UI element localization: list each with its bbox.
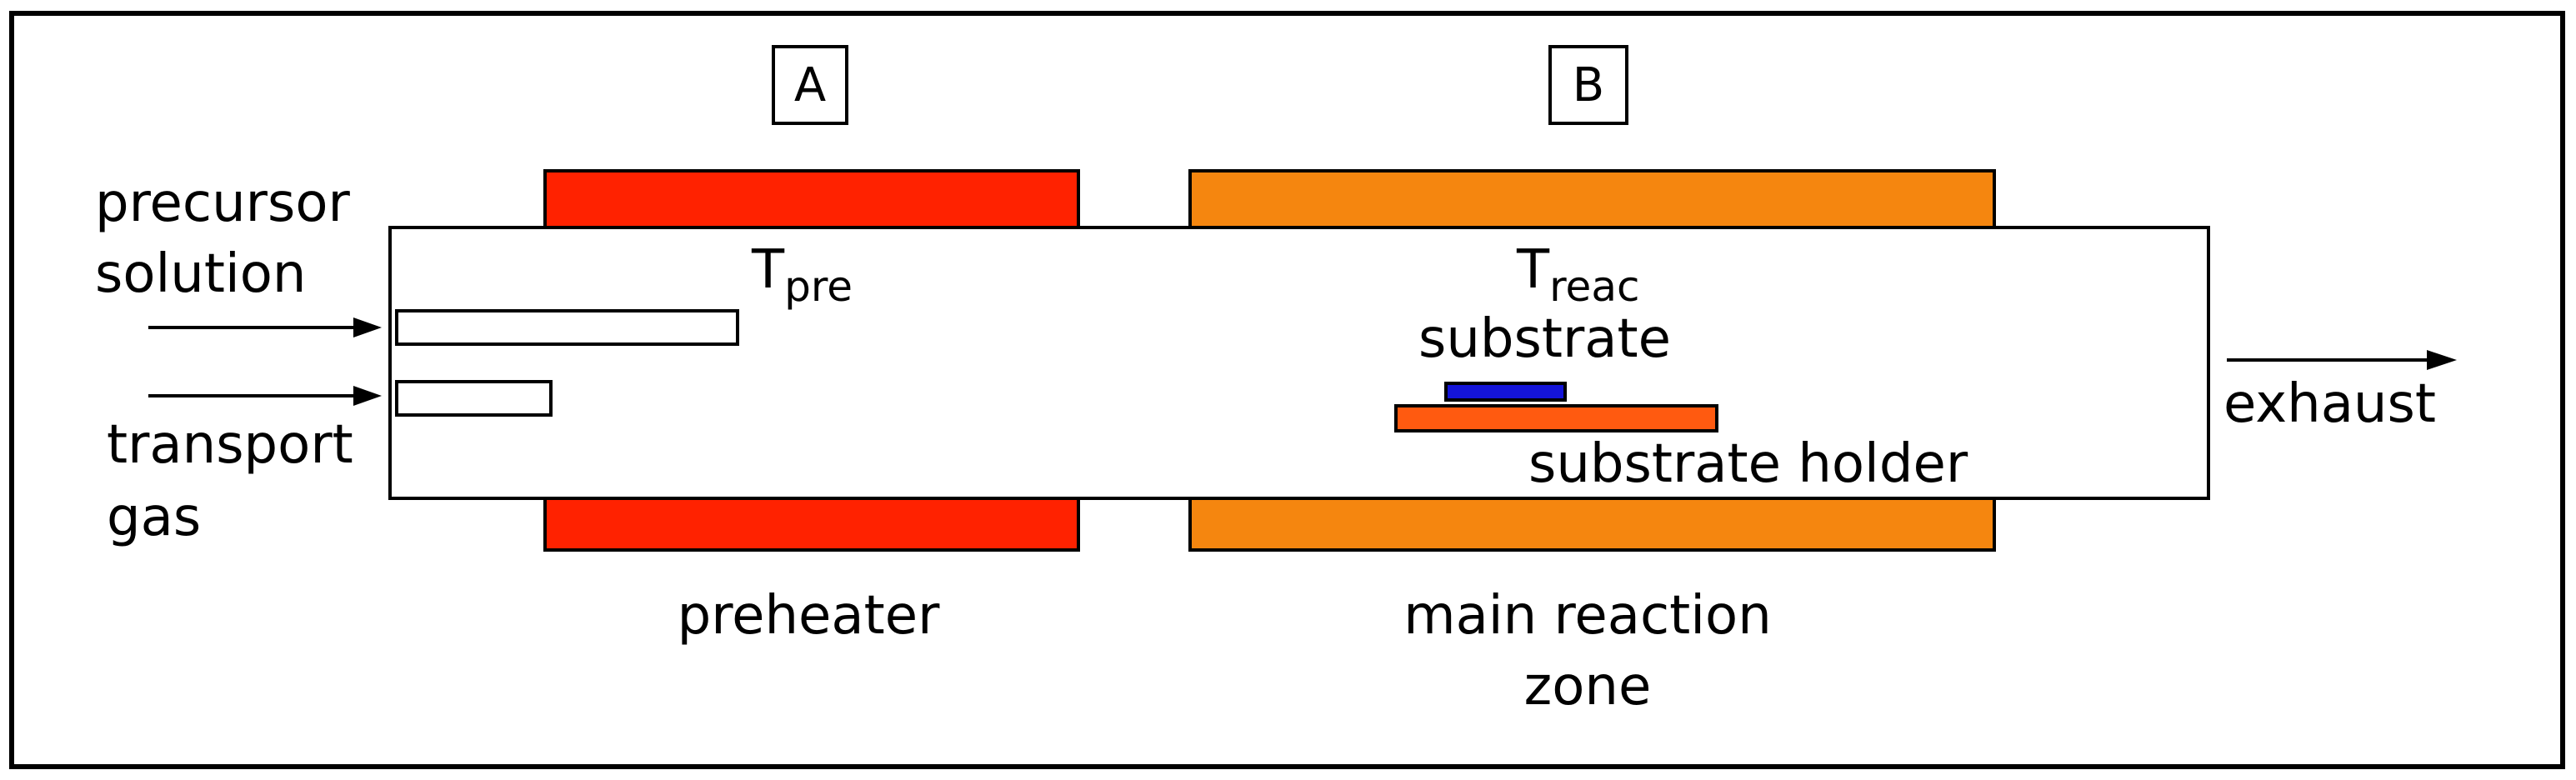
preheater-label: preheater bbox=[678, 585, 941, 647]
preheater-top-block bbox=[543, 169, 1080, 232]
transport-label-line2: gas bbox=[107, 487, 201, 548]
substrate-holder bbox=[1394, 404, 1718, 432]
substrate-label: substrate bbox=[1418, 308, 1671, 370]
gas-inlet-nozzle bbox=[395, 380, 553, 417]
precursor-label-line2: solution bbox=[95, 243, 306, 305]
reactor-tube bbox=[388, 226, 2210, 500]
substrate-holder-label: substrate holder bbox=[1528, 433, 1968, 495]
zone-b-label: B bbox=[1573, 58, 1604, 112]
precursor-inlet-nozzle bbox=[395, 309, 739, 346]
outer-frame bbox=[9, 11, 2565, 769]
transport-label-line1: transport bbox=[107, 414, 353, 476]
main-reaction-label-line2: zone bbox=[1524, 656, 1652, 718]
zone-b-box bbox=[1548, 45, 1628, 125]
t-pre-subscript: pre bbox=[784, 262, 853, 311]
exhaust-label: exhaust bbox=[2223, 373, 2436, 435]
gas-arrow bbox=[148, 386, 382, 406]
t-pre-label: Tpre bbox=[751, 239, 853, 311]
zone-a-box bbox=[772, 45, 848, 125]
zone-a-label: A bbox=[794, 58, 826, 112]
exhaust-arrow bbox=[2227, 350, 2457, 370]
t-reac-symbol: T bbox=[1516, 239, 1550, 301]
main-heater-top-block bbox=[1188, 169, 1996, 232]
main-reaction-label-line1: main reaction bbox=[1403, 585, 1772, 647]
precursor-arrow bbox=[148, 318, 382, 338]
t-pre-symbol: T bbox=[751, 239, 785, 301]
t-reac-subscript: reac bbox=[1549, 262, 1639, 311]
t-reac-label: Treac bbox=[1516, 239, 1639, 311]
substrate bbox=[1444, 382, 1567, 402]
precursor-label-line1: precursor bbox=[95, 172, 350, 234]
